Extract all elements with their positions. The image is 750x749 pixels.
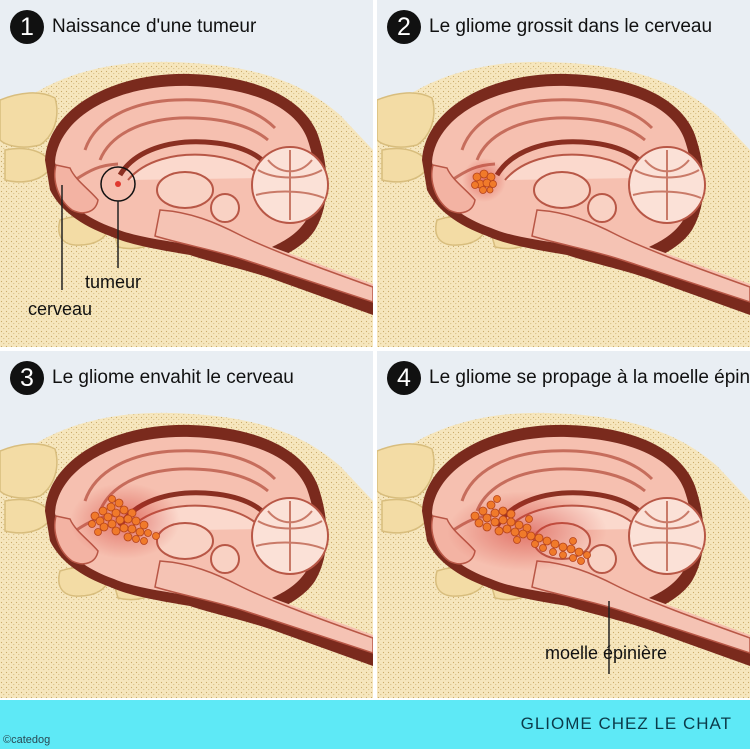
- tumor-cluster: [471, 169, 497, 194]
- step-number: 2: [387, 10, 421, 44]
- panel-4: 4 Le gliome se propage à la moelle épini…: [377, 351, 750, 698]
- brain-illustration: [377, 40, 750, 347]
- panel-3: 3 Le gliome envahit le cerveau: [0, 351, 373, 698]
- tumor-dot: [115, 181, 121, 187]
- step-header: 4 Le gliome se propage à la moelle épini…: [387, 361, 750, 395]
- step-number: 4: [387, 361, 421, 395]
- moelle-label: moelle épinière: [545, 643, 668, 663]
- step-header: 1 Naissance d'une tumeur: [10, 10, 256, 44]
- tumeur-label: tumeur: [85, 272, 142, 292]
- footer-bar: GLIOME CHEZ LE CHAT ©catedog: [0, 700, 750, 749]
- step-header: 3 Le gliome envahit le cerveau: [10, 361, 294, 395]
- brain-illustration: [0, 40, 373, 347]
- tumor-cluster: [88, 495, 160, 545]
- tumor-cluster: [470, 495, 591, 565]
- step-number: 3: [10, 361, 44, 395]
- footer-title: GLIOME CHEZ LE CHAT: [520, 714, 732, 733]
- step-number: 1: [10, 10, 44, 44]
- step-title: Le gliome envahit le cerveau: [52, 367, 294, 388]
- step-header: 2 Le gliome grossit dans le cerveau: [387, 10, 712, 44]
- step-title: Le gliome se propage à la moelle épinièr…: [429, 367, 750, 388]
- cerveau-label: cerveau: [28, 299, 93, 319]
- step-title: Naissance d'une tumeur: [52, 16, 257, 37]
- brain-illustration: [377, 391, 750, 698]
- brain-illustration: [0, 391, 373, 698]
- panel-2: 2 Le gliome grossit dans le cerveau: [377, 0, 750, 347]
- credit: ©catedog: [3, 734, 51, 746]
- step-title: Le gliome grossit dans le cerveau: [429, 16, 713, 37]
- panel-1: 1 Naissance d'une tumeur tumeur cerveau: [0, 0, 373, 347]
